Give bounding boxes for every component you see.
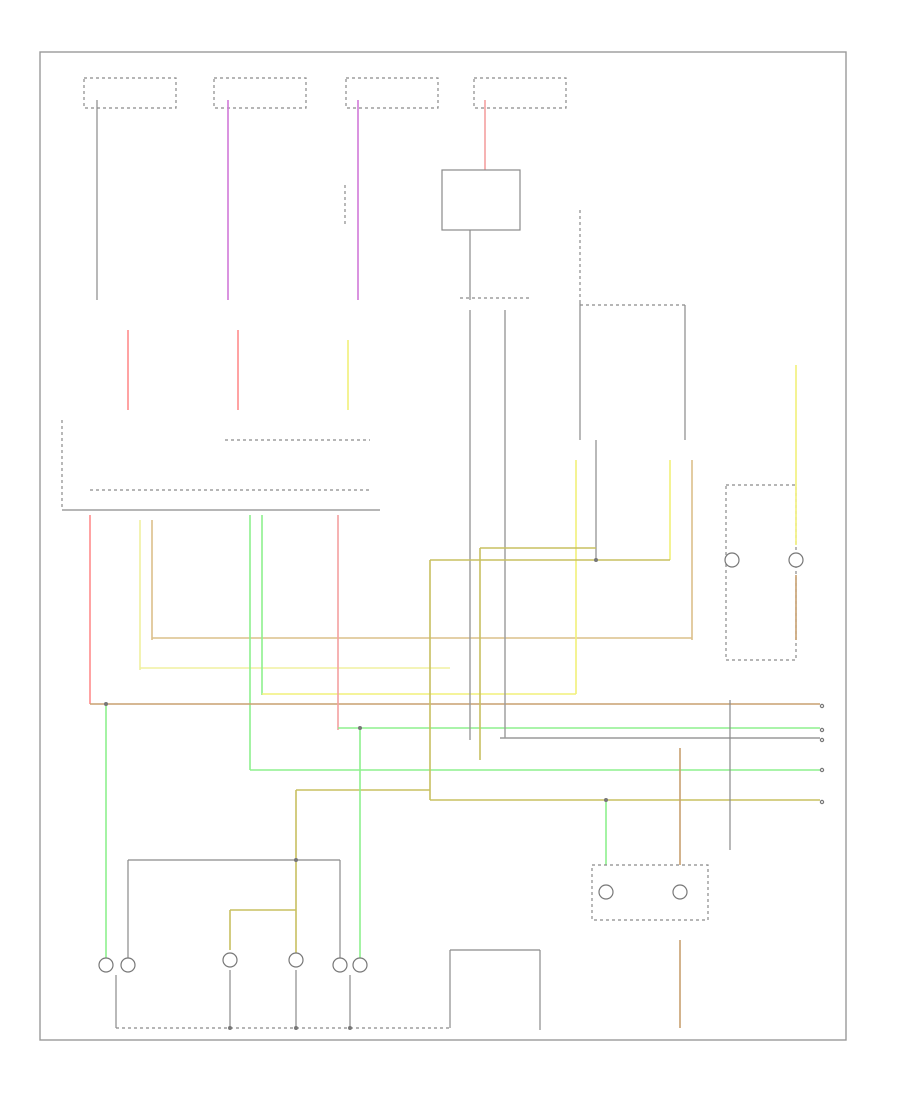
license-lamp-2 bbox=[288, 952, 304, 968]
rear-combo-box bbox=[591, 864, 709, 921]
connector-end bbox=[819, 799, 825, 805]
connector-end bbox=[819, 767, 825, 773]
splice-node bbox=[228, 1026, 232, 1030]
fuse-box-1 bbox=[83, 77, 177, 109]
connector-end bbox=[819, 727, 825, 733]
splice-node bbox=[294, 1026, 298, 1030]
splice-node bbox=[594, 558, 598, 562]
rear-lamp-right-2 bbox=[352, 957, 368, 973]
side-marker-box bbox=[725, 484, 797, 661]
splice-node bbox=[348, 1026, 352, 1030]
splice-node bbox=[294, 858, 298, 862]
side-marker-lamp-1 bbox=[724, 552, 740, 568]
side-marker-lamp-2 bbox=[788, 552, 804, 568]
rear-lamp-left-2 bbox=[120, 957, 136, 973]
splice-node bbox=[104, 702, 108, 706]
relay-box bbox=[441, 169, 521, 231]
rear-combo-lamp-2 bbox=[672, 884, 688, 900]
rear-lamps bbox=[98, 952, 368, 973]
splice-node bbox=[604, 798, 608, 802]
connector-end bbox=[819, 703, 825, 709]
rear-combo-lamp-1 bbox=[598, 884, 614, 900]
license-lamp-1 bbox=[222, 952, 238, 968]
front-lamps bbox=[575, 300, 693, 640]
fuse-box-3 bbox=[345, 77, 439, 109]
rear-lamp-right-1 bbox=[332, 957, 348, 973]
splice-node bbox=[358, 726, 362, 730]
fuse-box-2 bbox=[213, 77, 307, 109]
connector-end bbox=[819, 737, 825, 743]
diagram-frame bbox=[39, 51, 847, 1041]
rear-lamp-left-1 bbox=[98, 957, 114, 973]
right-connectors bbox=[819, 703, 825, 805]
fuse-box-4 bbox=[473, 77, 567, 109]
fuse-row bbox=[83, 77, 567, 109]
splice-nodes bbox=[104, 558, 608, 1030]
